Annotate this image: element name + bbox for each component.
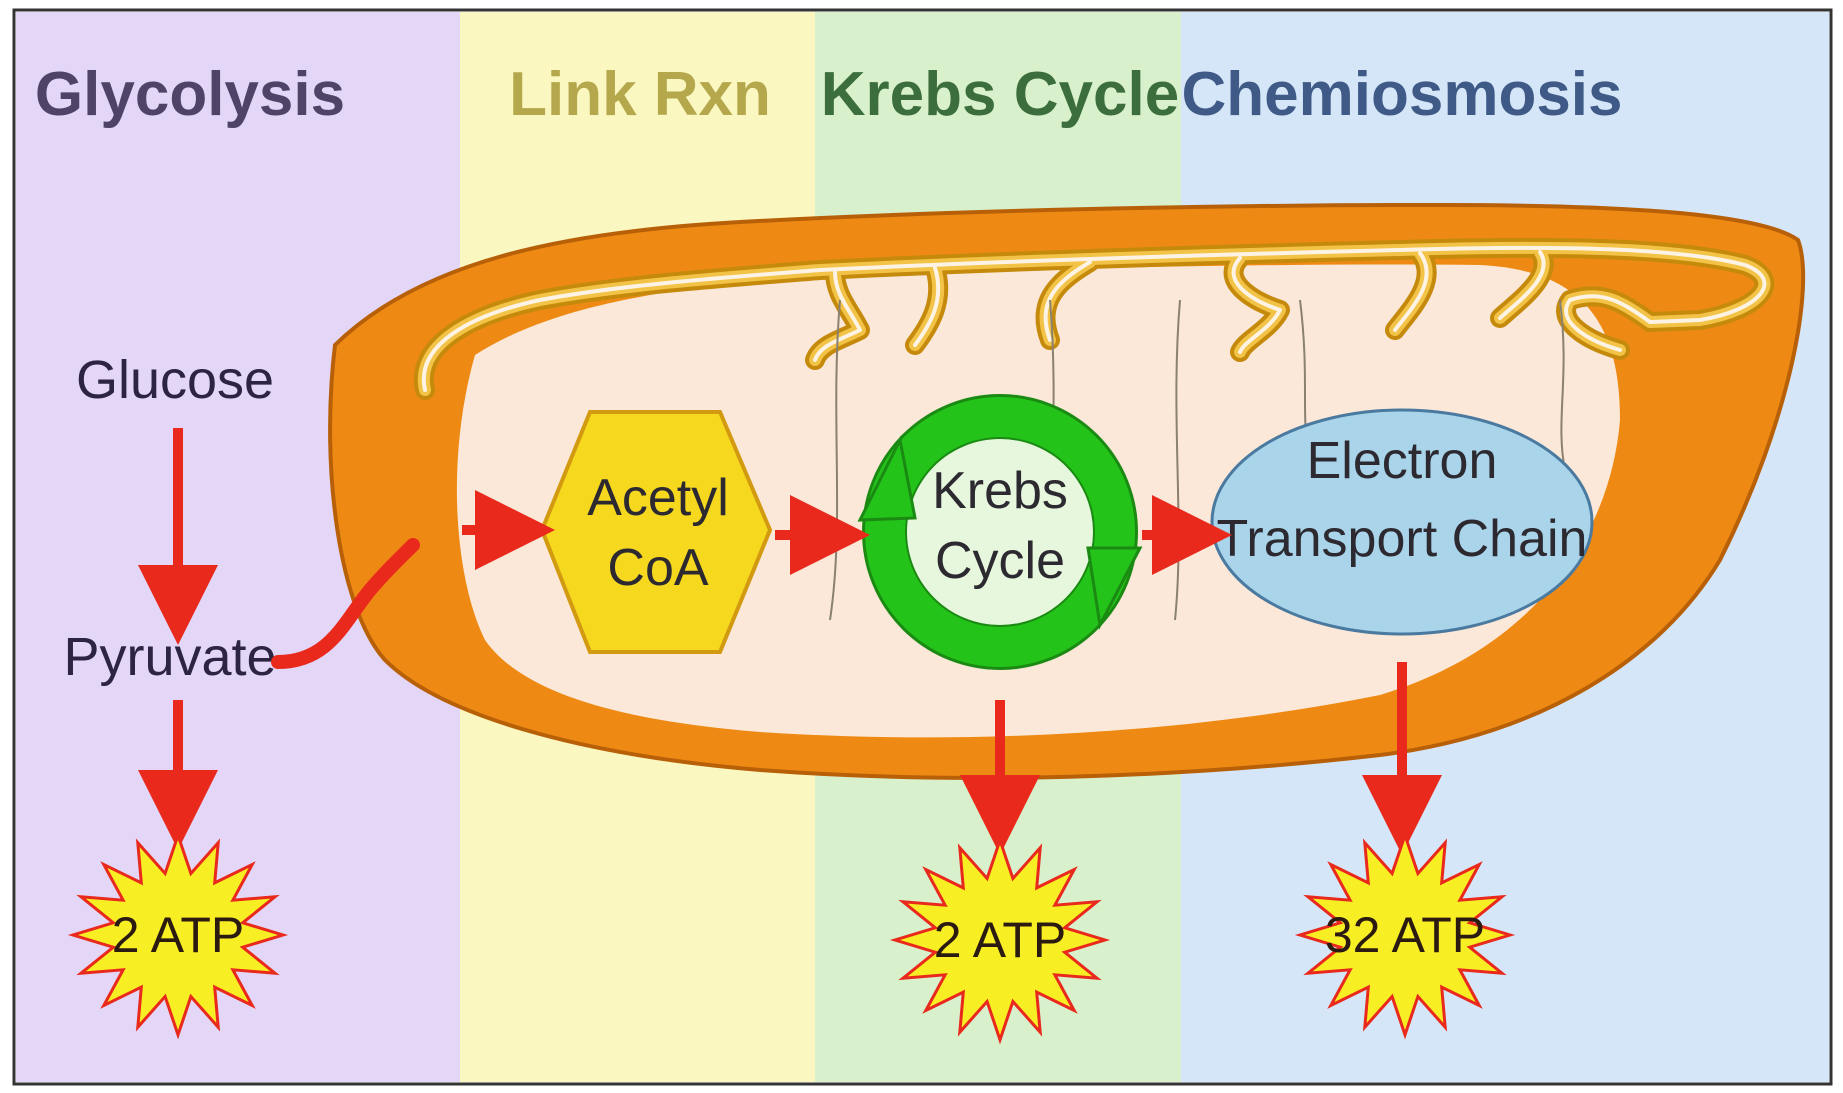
- stage-title-link-rxn: Link Rxn: [509, 60, 771, 129]
- krebs-cycle-node: Krebs Cycle: [860, 417, 1140, 647]
- krebs-label-line2: Cycle: [935, 532, 1065, 590]
- stage-title-chemiosmosis: Chemiosmosis: [1181, 60, 1622, 129]
- stage-title-glycolysis: Glycolysis: [35, 60, 345, 129]
- acetyl-coa-label-line2: CoA: [607, 539, 708, 597]
- acetyl-coa-hexagon: [542, 412, 770, 652]
- etc-label-line1: Electron: [1307, 432, 1498, 490]
- acetyl-coa-node: Acetyl CoA: [542, 412, 770, 652]
- atp-burst-krebs: 2 ATP: [895, 840, 1105, 1040]
- atp-label-glycolysis: 2 ATP: [112, 907, 244, 963]
- glucose-label: Glucose: [76, 350, 274, 410]
- atp-label-krebs: 2 ATP: [934, 912, 1066, 968]
- stage-titles: Glycolysis Link Rxn Krebs Cycle Chemiosm…: [35, 60, 1623, 129]
- atp-label-chemiosmosis: 32 ATP: [1325, 907, 1485, 963]
- krebs-label-line1: Krebs: [932, 462, 1068, 520]
- etc-node: Electron Transport Chain: [1212, 410, 1592, 634]
- pyruvate-label: Pyruvate: [63, 627, 276, 687]
- acetyl-coa-label-line1: Acetyl: [587, 469, 729, 527]
- atp-burst-glycolysis: 2 ATP: [73, 835, 283, 1035]
- stage-title-krebs-cycle: Krebs Cycle: [821, 60, 1179, 129]
- etc-label-line2: Transport Chain: [1217, 510, 1588, 568]
- atp-burst-chemiosmosis: 32 ATP: [1300, 835, 1510, 1035]
